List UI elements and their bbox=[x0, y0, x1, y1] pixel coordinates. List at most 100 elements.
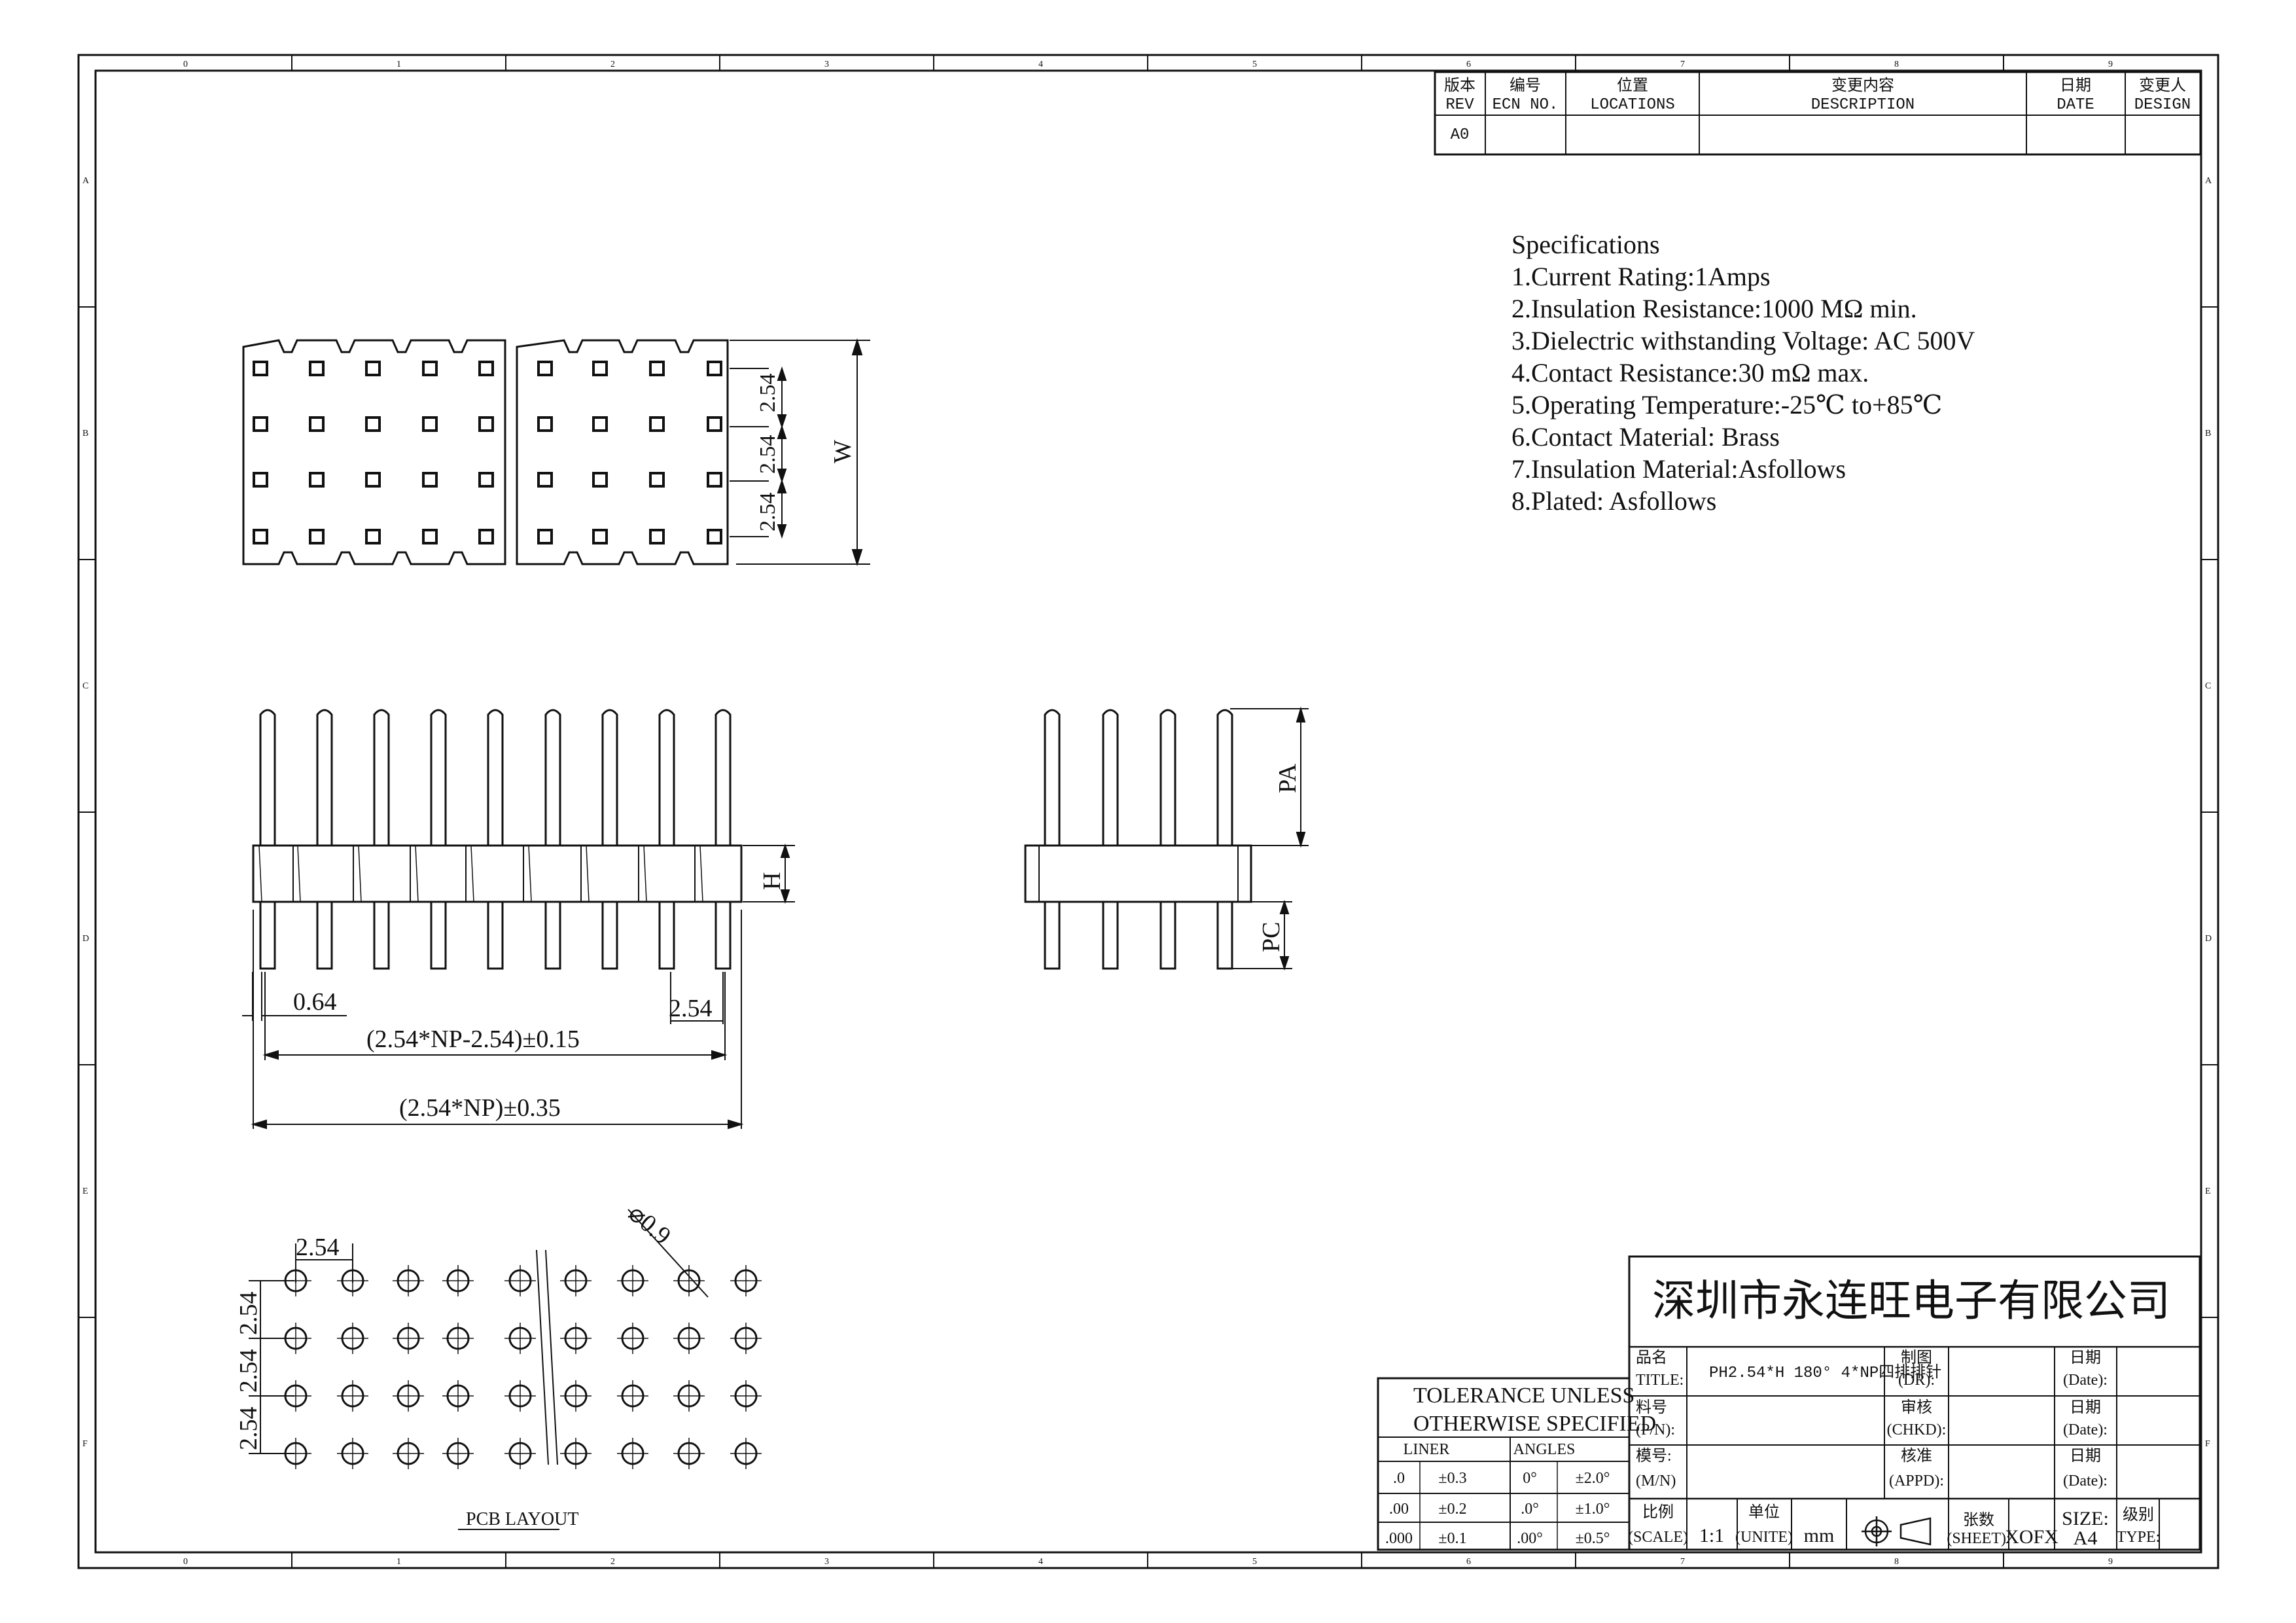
loc-header-cn: 位置 bbox=[1617, 77, 1648, 94]
col-mark: 4 bbox=[1038, 60, 1043, 69]
tol-cell: .0° bbox=[1521, 1501, 1539, 1518]
pcb-pitch-v: 2.54 bbox=[235, 1292, 262, 1336]
housing-edge bbox=[643, 845, 647, 902]
pin-square bbox=[592, 416, 608, 432]
inner-frame bbox=[94, 69, 2202, 1554]
col-mark: 8 bbox=[1894, 1557, 1899, 1567]
side-pin-upper bbox=[1044, 709, 1061, 846]
mn-label-cn: 模号: bbox=[1636, 1447, 1672, 1465]
tol-cell: ±0.1 bbox=[1438, 1530, 1466, 1547]
pin-square bbox=[592, 472, 608, 488]
spec-item: 5.Operating Temperature:-25℃ to+85℃ bbox=[1511, 390, 1942, 419]
pin-lower bbox=[487, 902, 504, 970]
desc-header-cn: 变更内容 bbox=[1831, 77, 1894, 94]
pin-square bbox=[707, 472, 722, 488]
pn-label-en: (P/N): bbox=[1636, 1421, 1675, 1438]
col-mark: 8 bbox=[1894, 60, 1899, 69]
spec-item: 7.Insulation Material:Asfollows bbox=[1511, 454, 1846, 484]
side-pin-lower bbox=[1159, 902, 1176, 970]
pin-square bbox=[707, 529, 722, 544]
rev-header-cn: 版本 bbox=[1444, 77, 1475, 94]
pin-square bbox=[309, 361, 325, 376]
row-mark: E bbox=[2205, 1186, 2211, 1196]
pin-lower bbox=[658, 902, 675, 970]
row-mark: D bbox=[2205, 934, 2212, 944]
pin-square bbox=[649, 361, 665, 376]
size-label: SIZE: bbox=[2062, 1508, 2109, 1529]
spec-title: Specifications bbox=[1511, 230, 1660, 259]
pin-square bbox=[649, 529, 665, 544]
appd-label-en: (APPD): bbox=[1889, 1472, 1944, 1489]
revision-table: 版本 REV 编号 ECN NO. 位置 LOCATIONS 变更内容 DESC… bbox=[1434, 71, 2202, 156]
housing-block bbox=[252, 844, 743, 903]
pin-square bbox=[422, 416, 438, 432]
pin-square bbox=[592, 361, 608, 376]
unit-label-cn: 单位 bbox=[1748, 1503, 1780, 1521]
col-mark: 1 bbox=[397, 1557, 401, 1567]
company-name: 深圳市永连旺电子有限公司 bbox=[1652, 1276, 2170, 1325]
pin-square bbox=[365, 529, 381, 544]
row-mark: B bbox=[82, 429, 88, 438]
sheet-label-cn: 张数 bbox=[1963, 1511, 1994, 1529]
col-mark: 6 bbox=[1466, 60, 1471, 69]
pitch-label: 2.54 bbox=[756, 374, 780, 413]
housing-edge bbox=[470, 845, 474, 902]
product-title: PH2.54*H 180° 4*NP四排排针 bbox=[1709, 1363, 1941, 1382]
date-label-cn: 日期 bbox=[2070, 1349, 2101, 1366]
row-mark: A bbox=[82, 176, 90, 186]
pin-upper bbox=[544, 709, 561, 846]
col-mark: 0 bbox=[183, 60, 188, 69]
tolerance-title-1: TOLERANCE UNLESS bbox=[1413, 1383, 1634, 1408]
pin-square bbox=[478, 529, 494, 544]
height-label: H bbox=[758, 872, 786, 890]
col-mark: 3 bbox=[824, 1557, 829, 1567]
row-mark: C bbox=[82, 681, 88, 691]
side-pins bbox=[1024, 709, 1252, 970]
housing-body bbox=[516, 339, 729, 565]
date-label-cn: 日期 bbox=[2070, 1448, 2101, 1465]
pitch-label: 2.54 bbox=[669, 995, 713, 1022]
date-header-en: DATE bbox=[2057, 96, 2094, 114]
col-mark: 9 bbox=[2108, 60, 2113, 69]
sheet-label-en: (SHEET): bbox=[1947, 1530, 2010, 1547]
pin-upper bbox=[658, 709, 675, 846]
tolerance-title-2: OTHERWISE SPECIFIED bbox=[1413, 1412, 1656, 1436]
pin-square bbox=[707, 416, 722, 432]
unit-label-en: (UNITE) bbox=[1735, 1529, 1793, 1546]
pa-label: PA bbox=[1274, 763, 1301, 793]
loc-header-en: LOCATIONS bbox=[1590, 96, 1675, 114]
pin-square bbox=[537, 361, 553, 376]
col-mark: 5 bbox=[1252, 1557, 1257, 1567]
pin-upper bbox=[715, 709, 732, 846]
tol-cell: .00 bbox=[1389, 1501, 1409, 1518]
pc-label: PC bbox=[1258, 922, 1285, 952]
side-pin-upper bbox=[1216, 709, 1233, 846]
pin-upper bbox=[316, 709, 333, 846]
pin-lower bbox=[259, 902, 276, 970]
pin-lower bbox=[316, 902, 333, 970]
housing-edge bbox=[415, 845, 419, 902]
spec-item: 2.Insulation Resistance:1000 MΩ min. bbox=[1511, 294, 1917, 323]
row-mark: F bbox=[82, 1439, 88, 1449]
type-label-cn: 级别 bbox=[2123, 1506, 2154, 1524]
outer-span-label: (2.54*NP)±0.35 bbox=[399, 1094, 561, 1122]
date-label-en: (Date): bbox=[2063, 1472, 2108, 1489]
scale-label-cn: 比例 bbox=[1642, 1503, 1674, 1521]
tol-cell: ±0.5° bbox=[1576, 1530, 1610, 1547]
pin-square bbox=[253, 472, 268, 488]
col-mark: 2 bbox=[610, 60, 615, 69]
tol-cell: .0 bbox=[1393, 1470, 1405, 1487]
housing-edge bbox=[358, 845, 362, 902]
tol-cell: ±1.0° bbox=[1576, 1501, 1610, 1518]
col-mark: 9 bbox=[2108, 1557, 2113, 1567]
pin-upper bbox=[373, 709, 390, 846]
spec-item: 1.Current Rating:1Amps bbox=[1511, 262, 1771, 291]
pin-square bbox=[537, 472, 553, 488]
pin-square bbox=[309, 416, 325, 432]
desc-header-en: DESCRIPTION bbox=[1811, 96, 1915, 114]
tol-cell: .000 bbox=[1385, 1530, 1413, 1547]
col-mark: 5 bbox=[1252, 60, 1257, 69]
projection-symbol-icon bbox=[1862, 1516, 1932, 1546]
outer-frame bbox=[77, 54, 2219, 1569]
